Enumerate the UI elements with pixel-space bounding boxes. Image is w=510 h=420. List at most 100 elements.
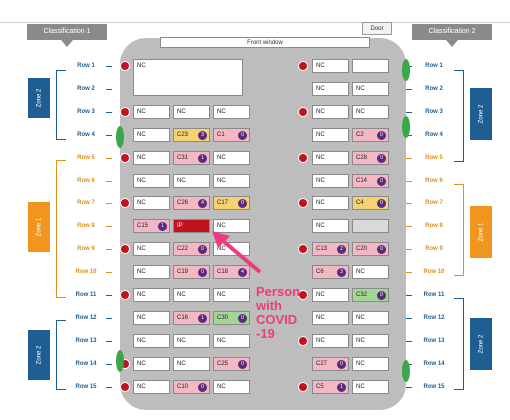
seat-row-12-right-0[interactable]: NC — [312, 310, 349, 325]
seat-label: NC — [356, 337, 365, 344]
seat-label: C22 — [177, 246, 189, 253]
seat-label: NC — [316, 131, 325, 138]
seat-row-3-left-0[interactable]: NC — [133, 104, 170, 119]
zone-1-left-bracket — [56, 160, 66, 298]
seat-row-4-right-0[interactable]: NC — [312, 127, 349, 142]
seat-label: NC — [316, 85, 325, 92]
seat-label: C10 — [177, 383, 189, 390]
seat-label: C30 — [217, 314, 229, 321]
seat-label: C23 — [177, 131, 189, 138]
seat-row-2-right-1[interactable]: NC — [352, 81, 389, 96]
seat-row-12-left-0[interactable]: NC — [133, 310, 170, 325]
seat-row-4-left-0[interactable]: NC — [133, 127, 170, 142]
seat-label: NC — [137, 292, 146, 298]
seat-row-6-left-1[interactable]: NC — [173, 173, 210, 188]
seat-row-13-left-2[interactable]: NC — [213, 333, 250, 348]
seat-row-1-left-0[interactable]: NC — [133, 59, 243, 96]
exit-symbol-icon — [298, 106, 308, 117]
seat-row-14-left-1[interactable]: NC — [173, 356, 210, 371]
seat-row-15-right-1[interactable]: NC — [352, 379, 389, 394]
exit-symbol-icon — [298, 244, 308, 255]
seat-row-5-left-0[interactable]: NC — [133, 150, 170, 165]
seat-row-6-left-0[interactable]: NC — [133, 173, 170, 188]
seat-row-12-left-2[interactable]: C30 0 — [213, 310, 250, 325]
seat-label: NC — [356, 85, 365, 92]
seat-row-8-left-1[interactable]: IP — [173, 219, 210, 234]
seat-row-9-left-0[interactable]: NC — [133, 242, 170, 257]
seat-row-5-right-0[interactable]: NC — [312, 150, 349, 165]
seat-row-6-right-0[interactable]: NC — [312, 173, 349, 188]
seat-label: NC — [137, 269, 146, 276]
seat-label: NC — [356, 360, 365, 367]
annotation-arrow — [212, 231, 262, 274]
seat-row-3-left-1[interactable]: NC — [173, 104, 210, 119]
seat-row-8-left-2[interactable]: NC — [213, 219, 250, 234]
row-label-left-15: Row 15 — [75, 383, 97, 390]
seat-label: NC — [217, 246, 226, 253]
seat-row-10-right-1[interactable]: NC — [352, 265, 389, 280]
seat-row-8-right-1[interactable] — [352, 219, 389, 234]
seat-row-14-left-0[interactable]: NC — [133, 356, 170, 371]
seat-row-2-right-0[interactable]: NC — [312, 81, 349, 96]
seat-row-13-right-0[interactable]: NC — [312, 333, 349, 348]
seat-row-1-right-1[interactable] — [352, 59, 389, 73]
seat-row-3-right-0[interactable]: NC — [312, 104, 349, 119]
seat-row-11-right-0[interactable]: NC — [312, 288, 349, 302]
zone-1-left: Zone 1 — [28, 202, 50, 252]
exit-symbol-icon — [120, 152, 130, 163]
seat-row-13-left-1[interactable]: NC — [173, 333, 210, 348]
seat-row-6-left-2[interactable]: NC — [213, 173, 250, 188]
seat-row-3-right-1[interactable]: NC — [352, 104, 389, 119]
seat-row-5-left-2[interactable]: NC — [213, 150, 250, 165]
classification-1-pointer — [61, 40, 73, 47]
row-tick-left-15 — [106, 386, 112, 388]
seat-row-13-left-0[interactable]: NC — [133, 333, 170, 348]
seat-row-11-left-2[interactable]: NC — [213, 288, 250, 302]
seat-row-7-left-0[interactable]: NC — [133, 196, 170, 211]
seat-label: NC — [316, 223, 325, 230]
row-label-left-8: Row 8 — [77, 223, 95, 230]
seat-row-1-right-0[interactable]: NC — [312, 59, 349, 73]
contact-count-badge: 0 — [238, 313, 247, 323]
seat-label: C5 — [316, 383, 324, 390]
seat-row-15-left-2[interactable]: NC — [213, 379, 250, 394]
seat-row-15-left-0[interactable]: NC — [133, 379, 170, 394]
seat-row-7-right-0[interactable]: NC — [312, 196, 349, 211]
seat-row-3-left-2[interactable]: NC — [213, 104, 250, 119]
exit-symbol-icon — [298, 381, 308, 392]
seat-row-13-right-1[interactable]: NC — [352, 333, 389, 348]
seat-row-12-right-1[interactable]: NC — [352, 310, 389, 325]
exit-symbol-icon — [120, 106, 130, 117]
annotation-line-1: Person — [256, 284, 301, 299]
seat-row-8-right-0[interactable]: NC — [312, 219, 349, 234]
seat-row-11-left-1[interactable]: NC — [173, 288, 210, 302]
seat-row-14-right-1[interactable]: NC — [352, 356, 389, 371]
seat-row-11-left-0[interactable]: NC — [133, 288, 170, 302]
seat-row-10-left-0[interactable]: NC — [133, 265, 170, 280]
annotation-line-2: with — [256, 298, 282, 313]
row-tick-right-2 — [406, 88, 412, 90]
row-label-right-9: Row 9 — [425, 246, 443, 253]
